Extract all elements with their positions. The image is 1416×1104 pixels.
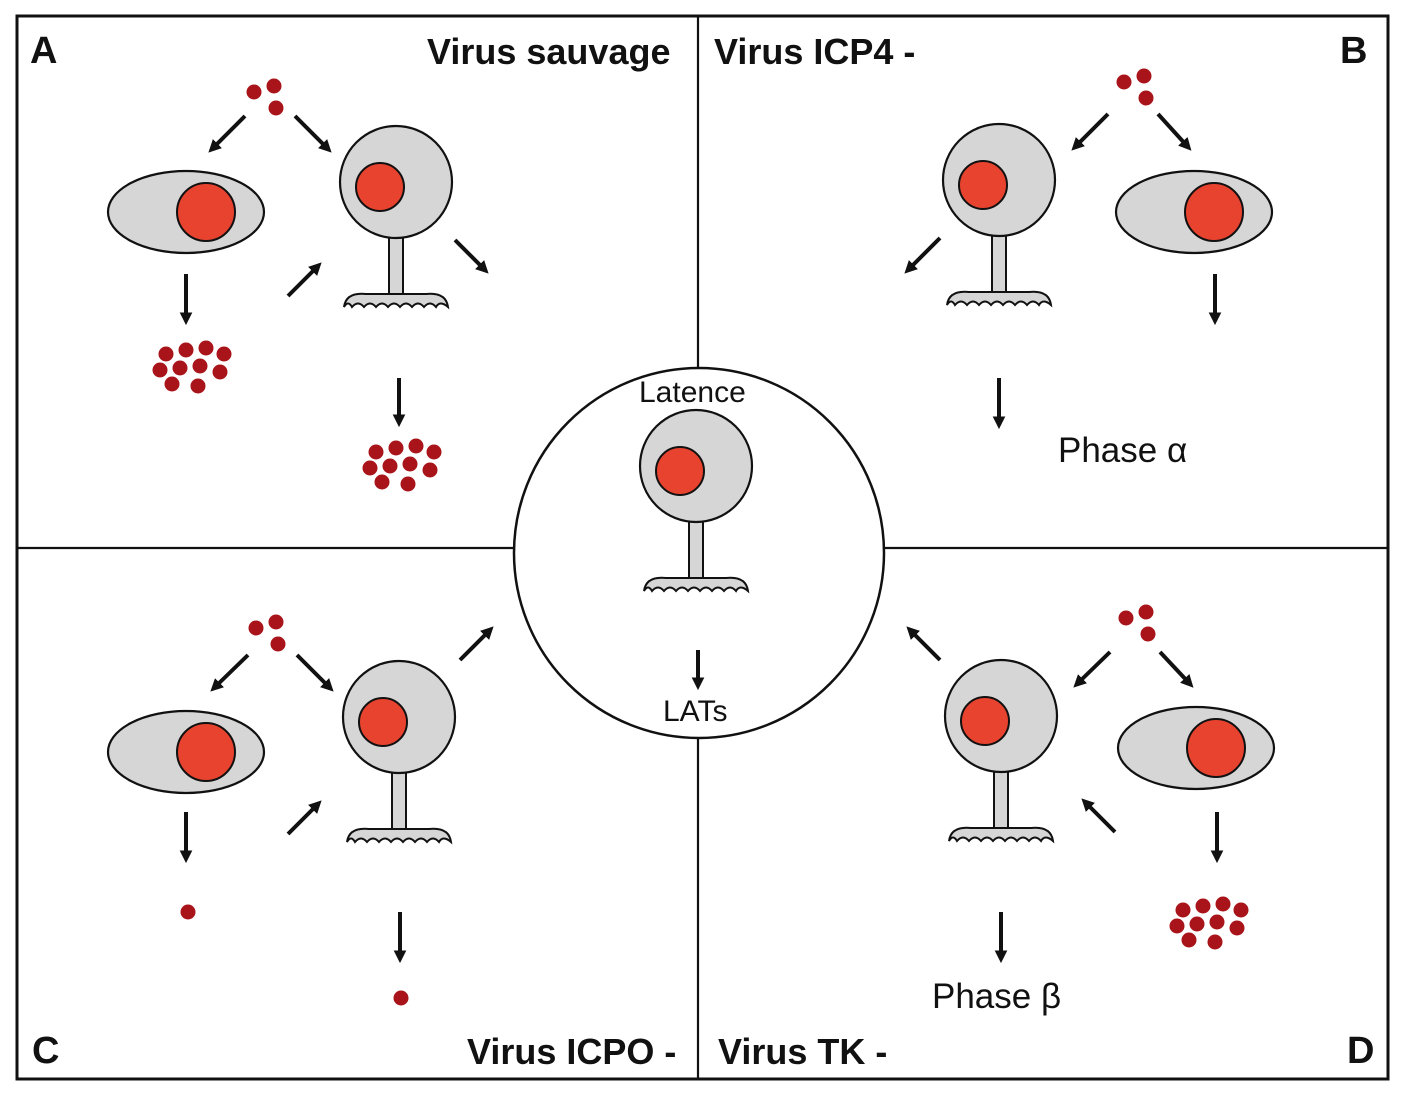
panel-a-letter: A (30, 30, 58, 72)
virions-a-neuron-output (362, 438, 442, 492)
panel-d-letter: D (1347, 1030, 1375, 1072)
epithelial-cell-b (1114, 169, 1274, 255)
panel-a-graphics (106, 78, 489, 492)
panel-b-graphics (904, 68, 1274, 430)
neuron-d (943, 658, 1059, 843)
virions-d-input (1118, 604, 1156, 642)
panel-a-title: Virus sauvage (427, 31, 671, 72)
panel-c-title: Virus ICPO - (467, 1031, 677, 1072)
neuron-b (941, 122, 1057, 307)
neuron-c (341, 659, 457, 844)
latency-circle (512, 366, 886, 740)
virion-c-epi-output (180, 904, 196, 920)
epithelial-cell-a (106, 169, 266, 255)
virions-d-epi-output (1169, 896, 1249, 950)
virions-b-input (1116, 68, 1154, 106)
panel-b-letter: B (1340, 30, 1368, 72)
virions-a-epi-output (152, 340, 232, 394)
latency-label: Latence (639, 376, 746, 409)
lats-label: LATs (663, 695, 728, 728)
virions-c-input (248, 614, 286, 652)
panel-b-title: Virus ICP4 - (714, 31, 916, 72)
phase-alpha-label: Phase α (1058, 431, 1188, 470)
panel-c-letter: C (32, 1030, 60, 1072)
phase-beta-label: Phase β (932, 977, 1062, 1016)
neuron-a (338, 124, 454, 309)
panel-frame (15, 14, 1390, 1081)
panel-c-graphics (106, 614, 494, 1006)
panel-d-graphics (906, 604, 1276, 964)
virions-a-input (246, 78, 284, 116)
virion-c-neuron-output (393, 990, 409, 1006)
epithelial-cell-d (1116, 705, 1276, 791)
epithelial-cell-c (106, 709, 266, 795)
panel-d-title: Virus TK - (718, 1031, 888, 1072)
